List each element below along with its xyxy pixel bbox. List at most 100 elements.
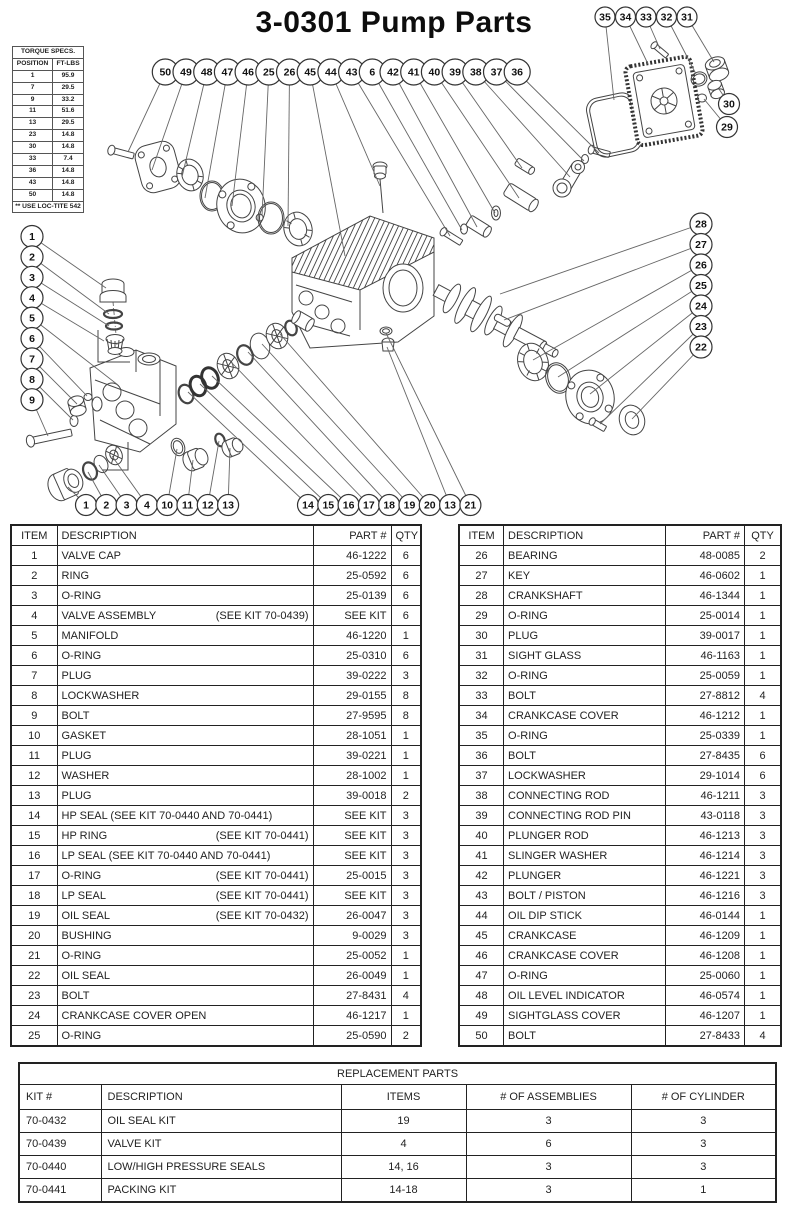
bushing-20-drawing bbox=[291, 310, 315, 332]
callout-circle bbox=[503, 58, 531, 86]
kit-assemblies-cell: 6 bbox=[465, 1132, 632, 1156]
connecting-rod-38-drawing bbox=[552, 160, 585, 198]
part-number-cell: 27-8431 bbox=[312, 985, 392, 1006]
callout-number: 6 bbox=[369, 67, 375, 79]
description-cell: O-RING bbox=[56, 1025, 314, 1047]
callout-number: 25 bbox=[695, 280, 707, 292]
leader-line-47 bbox=[204, 71, 228, 199]
torque-position-cell: 1 bbox=[11, 69, 54, 83]
part-number-cell: SEE KIT bbox=[312, 805, 392, 826]
qty-cell: 1 bbox=[390, 945, 422, 966]
part-number-cell: 25-0310 bbox=[312, 645, 392, 666]
item-cell: 4 bbox=[10, 605, 58, 626]
item-cell: 47 bbox=[458, 965, 505, 986]
kit-number-cell: 70-0439 bbox=[18, 1132, 102, 1156]
description-cell: WASHER bbox=[56, 765, 314, 786]
description-cell: O-RING bbox=[503, 965, 667, 986]
description-cell: MANIFOLD bbox=[56, 625, 314, 646]
item-cell: 35 bbox=[458, 725, 505, 746]
description-cell: OIL SEAL bbox=[56, 965, 314, 986]
description-cell: PLUG bbox=[503, 625, 667, 646]
part-number-cell: 29-1014 bbox=[665, 765, 746, 786]
kit-cylinder-cell: 3 bbox=[630, 1109, 777, 1133]
callout-10: 10 bbox=[156, 493, 179, 517]
callout-number: 9 bbox=[29, 394, 35, 406]
callout-35: 35 bbox=[594, 6, 616, 28]
part-number-cell: 27-9595 bbox=[312, 705, 392, 726]
qty-cell: 3 bbox=[744, 865, 782, 886]
description-cell: LOCKWASHER bbox=[56, 685, 314, 706]
callout-number: 23 bbox=[695, 321, 707, 333]
callout-number: 26 bbox=[695, 260, 707, 272]
qty-cell: 3 bbox=[390, 845, 422, 866]
qty-cell: 6 bbox=[390, 565, 422, 586]
callout-2: 2 bbox=[95, 493, 118, 517]
kit-description-cell: OIL SEAL KIT bbox=[100, 1109, 342, 1133]
bolt-33-drawing bbox=[650, 41, 669, 59]
callout-number: 45 bbox=[304, 67, 316, 79]
callout-number: 42 bbox=[387, 67, 399, 79]
callout-11: 11 bbox=[176, 493, 199, 517]
callout-number: 8 bbox=[29, 374, 35, 386]
callout-15: 15 bbox=[317, 493, 340, 517]
description-cell: BUSHING bbox=[56, 925, 314, 946]
kit-number-cell: 70-0441 bbox=[18, 1178, 102, 1203]
callout-number: 34 bbox=[620, 12, 632, 24]
part-number-cell: 25-0059 bbox=[665, 665, 746, 686]
lockwasher-8-drawing bbox=[69, 415, 79, 427]
description-cell: O-RING bbox=[56, 645, 314, 666]
item-cell: 42 bbox=[458, 865, 505, 886]
callout-number: 32 bbox=[661, 12, 673, 24]
part-number-cell: 25-0014 bbox=[665, 605, 746, 626]
callout-circle bbox=[717, 92, 741, 116]
callout-number: 2 bbox=[103, 500, 109, 512]
part-number-cell: 27-8433 bbox=[665, 1025, 746, 1047]
item-cell: 14 bbox=[10, 805, 58, 826]
qty-cell: 3 bbox=[390, 925, 422, 946]
part-number-cell: SEE KIT bbox=[312, 825, 392, 846]
description-cell: PLUG bbox=[56, 665, 314, 686]
col-header-assemblies: # OF ASSEMBLIES bbox=[465, 1084, 632, 1110]
callout-number: 20 bbox=[424, 500, 436, 512]
leader-line-6 bbox=[371, 71, 463, 231]
kit-cylinder-cell: 1 bbox=[630, 1178, 777, 1203]
bolt-9-drawing bbox=[25, 428, 73, 448]
callout-24: 24 bbox=[689, 294, 713, 318]
col-header-item: ITEM bbox=[10, 524, 58, 546]
plug-30-drawing bbox=[707, 79, 725, 100]
part-number-cell: 46-0574 bbox=[665, 985, 746, 1006]
slinger-washer-41-drawing bbox=[491, 205, 501, 221]
leader-line-46 bbox=[231, 71, 249, 207]
ring-bottom-drawing bbox=[81, 461, 99, 481]
qty-cell: 2 bbox=[744, 545, 782, 566]
callout-number: 43 bbox=[346, 67, 358, 79]
leader-line-37 bbox=[496, 71, 585, 162]
leader-line-2 bbox=[31, 256, 110, 315]
description-cell: BOLT bbox=[503, 1025, 667, 1047]
leader-line-17 bbox=[231, 362, 370, 506]
callout-1: 1 bbox=[20, 224, 44, 249]
part-number-cell: 28-1002 bbox=[312, 765, 392, 786]
item-cell: 36 bbox=[458, 745, 505, 766]
qty-cell: 3 bbox=[390, 825, 422, 846]
item-cell: 50 bbox=[458, 1025, 505, 1047]
plunger-rod-40-drawing bbox=[503, 183, 539, 213]
torque-col-position: POSITION bbox=[11, 57, 54, 71]
callout-number: 49 bbox=[180, 67, 192, 79]
leader-line-16 bbox=[211, 375, 349, 506]
part-number-cell: SEE KIT bbox=[312, 845, 392, 866]
leader-line-22 bbox=[631, 346, 702, 420]
callout-4: 4 bbox=[135, 493, 158, 517]
